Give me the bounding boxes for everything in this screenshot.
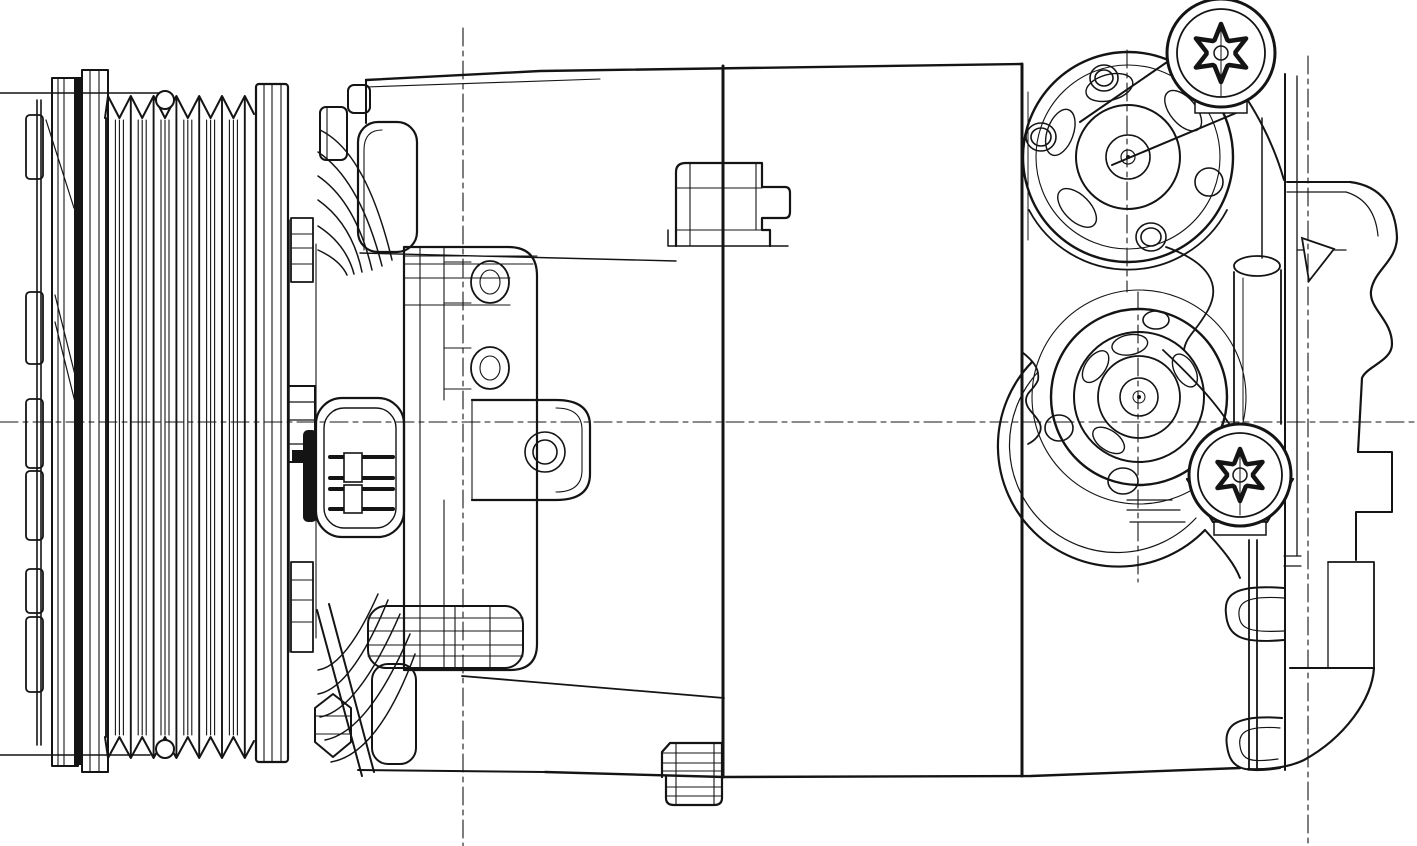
drive-pulley: [52, 70, 288, 772]
coil-housing: [315, 85, 417, 776]
pulley-detent-ball: [156, 740, 174, 758]
hose-hook-lower: [1226, 717, 1282, 770]
electrical-connector: [303, 398, 404, 537]
mounting-ear: [472, 400, 590, 500]
bolt-hole: [1031, 128, 1051, 146]
bottom-mounting-lug: [662, 743, 722, 805]
bolt-hole: [1195, 168, 1223, 196]
torx-bolt-upper: [1167, 0, 1275, 113]
bracket-gusset: [1302, 238, 1334, 281]
pulley-top-grooves: [105, 96, 254, 118]
top-mounting-lug: [668, 163, 790, 246]
pulley-detent-ball: [156, 91, 174, 109]
bolt-hole: [525, 432, 565, 472]
connector-terminal-1: [330, 453, 393, 482]
bolt-boss-tube: [1234, 118, 1281, 424]
bolt-hole: [1143, 311, 1169, 329]
torx-bolt-lower: [1187, 424, 1293, 535]
main-body: [358, 64, 1240, 805]
bolt-hole: [1045, 415, 1073, 441]
pulley-ribs-generated: [105, 91, 254, 758]
hose-hook-upper: [1226, 587, 1284, 641]
connector-terminal-2: [330, 485, 393, 513]
front-head: [360, 247, 676, 670]
stud-rod: [1249, 540, 1257, 770]
bolt-hole: [1141, 228, 1161, 246]
